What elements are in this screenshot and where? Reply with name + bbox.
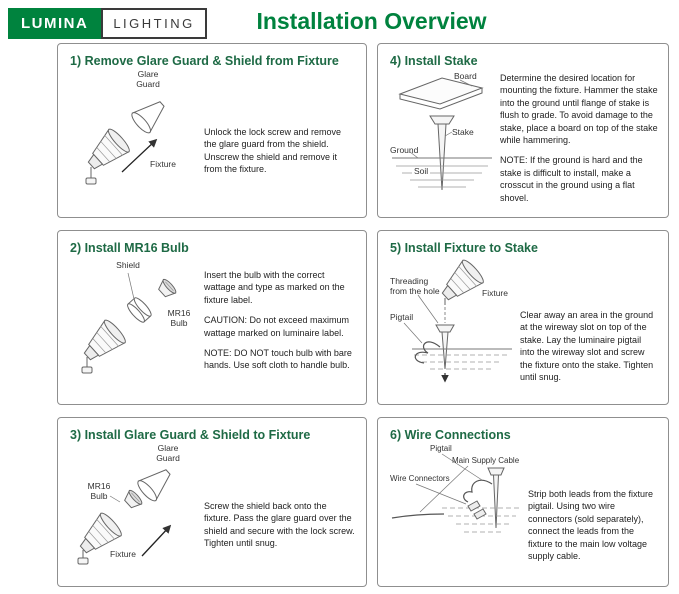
label-mr16-bulb: MR16 Bulb	[87, 481, 111, 501]
wire-connections-drawing	[391, 453, 520, 533]
step-1-instructions: Unlock the lock screw and remove the gla…	[204, 127, 342, 175]
step-6-instructions: Strip both leads from the fixture pigtai…	[528, 489, 654, 562]
step-2-illustration: Shield MR16 Bulb	[70, 257, 198, 375]
label-glare-guard: Glare Guard	[136, 69, 160, 89]
main-supply-cable-line	[391, 513, 445, 519]
brand-logo: LUMINA LIGHTING	[8, 8, 207, 39]
step-1-illustration: Glare Guard Fixture	[70, 69, 198, 188]
bulb-installation-drawing	[76, 272, 179, 374]
pigtail-wire	[414, 341, 441, 364]
panel-step-5-title: 5) Install Fixture to Stake	[390, 241, 538, 255]
panel-step-4-title: 4) Install Stake	[390, 54, 478, 68]
panel-step-6-title: 6) Wire Connections	[390, 428, 511, 442]
steps-grid: 1) Remove Glare Guard & Shield from Fixt…	[57, 43, 669, 587]
step-6-illustration: Pigtail Wire Connectors Main Supply Cabl…	[390, 444, 522, 562]
step-3-instructions: Screw the shield back onto the fixture. …	[204, 501, 355, 549]
label-pigtail: Pigtail	[390, 312, 414, 322]
brand-secondary-box: LIGHTING	[101, 8, 207, 39]
panel-step-3: 3) Install Glare Guard & Shield to Fixtu…	[57, 417, 367, 587]
install-direction-arrow	[141, 524, 172, 557]
step-5-instructions: Clear away an area in the ground at the …	[520, 310, 654, 383]
brand-primary-box: LUMINA	[8, 8, 102, 39]
label-mr16-bulb: MR16 Bulb	[167, 308, 191, 328]
label-stake: Stake	[452, 127, 474, 137]
glare-guard-install-drawing	[72, 461, 178, 565]
step-5-illustration: Threading from the hole Fixture Pigtail	[390, 257, 514, 383]
label-fixture: Fixture	[110, 549, 136, 559]
shield-ring	[127, 297, 152, 323]
page-title: Installation Overview	[256, 8, 487, 34]
label-pigtail: Pigtail	[430, 444, 452, 453]
stake-installation-drawing	[392, 77, 492, 191]
removal-direction-arrow	[121, 138, 158, 173]
pigtail-wire	[463, 479, 493, 503]
step-2-instructions: Insert the bulb with the correct wattage…	[204, 270, 352, 371]
label-ground: Ground	[390, 145, 419, 155]
step-4-instructions: Determine the desired location for mount…	[500, 73, 658, 203]
label-fixture: Fixture	[482, 288, 508, 298]
panel-step-5: 5) Install Fixture to Stake	[377, 230, 669, 405]
panel-step-1: 1) Remove Glare Guard & Shield from Fixt…	[57, 43, 367, 218]
panel-step-1-title: 1) Remove Glare Guard & Shield from Fixt…	[70, 54, 339, 68]
label-soil: Soil	[412, 166, 431, 177]
panel-step-6: 6) Wire Connections	[377, 417, 669, 587]
panel-step-2-title: 2) Install MR16 Bulb	[70, 241, 189, 255]
label-board: Board	[454, 71, 477, 81]
label-fixture: Fixture	[150, 159, 176, 169]
panel-step-3-title: 3) Install Glare Guard & Shield to Fixtu…	[70, 428, 311, 442]
label-glare-guard: Glare Guard	[156, 443, 180, 463]
step-3-illustration: Glare Guard MR16 Bulb Fixture	[70, 443, 198, 566]
label-threading-hole: Threading from the hole	[390, 276, 440, 296]
panel-step-2: 2) Install MR16 Bulb	[57, 230, 367, 405]
wire-connector-2	[473, 508, 487, 520]
label-wire-connectors: Wire Connectors	[390, 474, 450, 483]
fixture-to-stake-drawing	[403, 257, 512, 383]
header: LUMINA LIGHTING Installation Overview	[8, 6, 671, 40]
step-4-illustration: Board Stake Ground Soil	[390, 70, 494, 208]
wire-connector-1	[467, 500, 481, 512]
glare-guard-removal-drawing	[80, 93, 172, 185]
panel-step-4: 4) Install Stake	[377, 43, 669, 218]
label-shield: Shield	[116, 260, 140, 270]
label-main-supply-cable: Main Supply Cable	[452, 456, 520, 465]
